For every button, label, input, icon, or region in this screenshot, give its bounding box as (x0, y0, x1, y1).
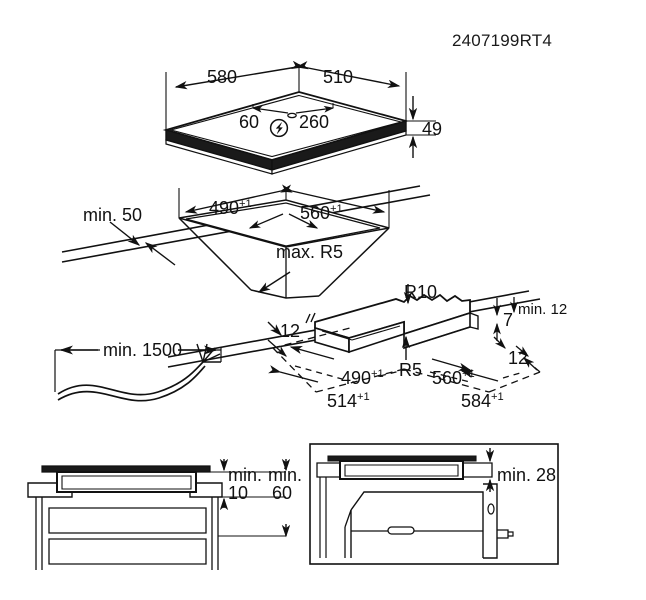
dim-min-rear: min. 12 (518, 301, 568, 318)
dim-outer-width: 584+1 (461, 391, 504, 411)
dim-connection-left: 60 (239, 112, 260, 132)
dim-right-overhang: 12 (508, 348, 529, 368)
dim-corner-radius-max: max. R5 (276, 242, 344, 262)
fig-section-drawers (27, 458, 291, 570)
dim-seat-depth: 7 (503, 310, 514, 330)
dim-clearance-oven: min. 28 (497, 465, 557, 485)
dim-connection-right: 260 (299, 112, 330, 132)
fig-cable (54, 343, 222, 402)
document-code: 2407199RT4 (452, 31, 552, 50)
dim-hob-width: 580 (207, 67, 238, 87)
fig-hob-overview (162, 60, 436, 175)
dim-outer-radius: R10 (404, 282, 438, 302)
dim-inner-radius: R5 (399, 360, 423, 380)
fig-section-oven (309, 443, 559, 565)
dim-detail-cutout-depth: 490+1 (341, 368, 384, 388)
fig-cutout-detail (267, 284, 541, 393)
dim-cutout-width: 560+1 (300, 203, 343, 223)
dim-left-overhang: 12 (280, 321, 301, 341)
dim-clearance-cavity-prefix: min. (268, 465, 303, 485)
dim-detail-cutout-width: 560+1 (432, 368, 475, 388)
dim-hob-depth: 510 (323, 67, 354, 87)
dim-clearance-top-prefix: min. (228, 465, 263, 485)
dim-min-edge-clearance: min. 50 (83, 205, 143, 225)
dim-clearance-top-value: 10 (228, 483, 249, 503)
dim-cutout-depth: 490+1 (209, 198, 252, 218)
dim-clearance-cavity-value: 60 (272, 483, 293, 503)
dim-hob-height: 49 (422, 119, 443, 139)
dim-outer-depth: 514+1 (327, 391, 370, 411)
dim-cable-length: min. 1500 (103, 340, 183, 360)
